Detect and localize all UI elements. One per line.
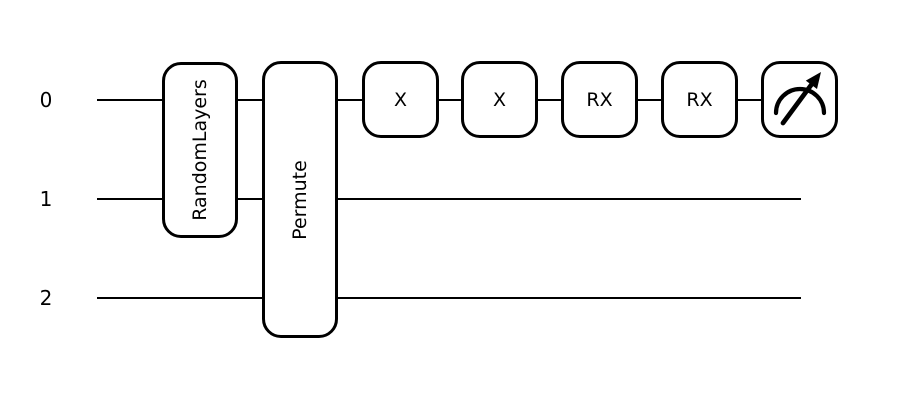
gate-randomlayers-label: RandomLayers [189, 79, 212, 221]
gate-x-2-label: X [492, 88, 507, 111]
gate-x-2: X [461, 61, 538, 138]
wire-line-2 [97, 296, 801, 299]
gate-rx-1: RX [561, 61, 638, 138]
gate-permute: Permute [262, 61, 338, 338]
gate-x-1: X [362, 61, 439, 138]
measurement-box [761, 61, 838, 138]
wire-label-0: 0 [39, 88, 53, 112]
gate-x-1-label: X [393, 88, 408, 111]
gate-rx-2-label: RX [686, 88, 713, 111]
wire-label-2: 2 [39, 286, 53, 310]
gate-randomlayers: RandomLayers [162, 62, 238, 238]
gate-rx-1-label: RX [586, 88, 613, 111]
gauge-measurement-icon [773, 71, 826, 125]
wire-line-1 [97, 197, 801, 200]
gate-rx-2: RX [661, 61, 738, 138]
gate-permute-label: Permute [289, 159, 312, 240]
wire-label-1: 1 [39, 187, 53, 211]
